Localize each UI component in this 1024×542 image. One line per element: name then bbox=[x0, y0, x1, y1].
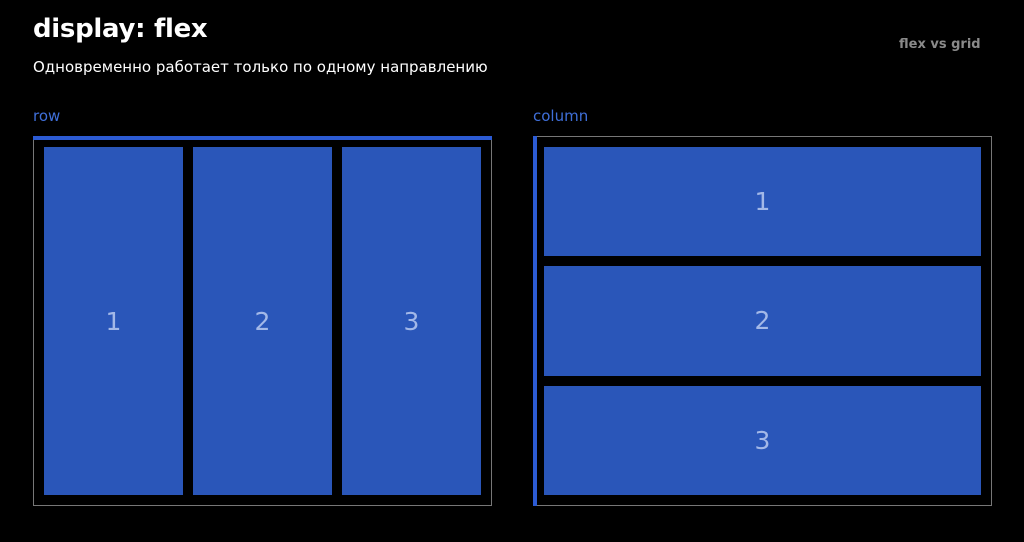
row-flex-item-1: 1 bbox=[44, 147, 183, 495]
row-flex-item-2: 2 bbox=[193, 147, 332, 495]
row-flex-item-3: 3 bbox=[342, 147, 481, 495]
page-subtitle: Одновременно работает только по одному н… bbox=[33, 58, 488, 76]
column-flex-items: 1 2 3 bbox=[544, 147, 981, 495]
column-panel-label: column bbox=[533, 107, 589, 125]
row-panel-label: row bbox=[33, 107, 61, 125]
row-main-axis bbox=[33, 136, 492, 140]
column-main-axis bbox=[533, 136, 537, 506]
column-flex-item-2: 2 bbox=[544, 266, 981, 376]
page-title: display: flex bbox=[33, 14, 208, 44]
topic-tag: flex vs grid bbox=[899, 37, 981, 52]
column-flex-item-1: 1 bbox=[544, 147, 981, 257]
row-flex-container: 1 2 3 bbox=[33, 136, 492, 506]
column-flex-item-3: 3 bbox=[544, 385, 981, 495]
row-flex-items: 1 2 3 bbox=[44, 147, 481, 495]
column-flex-container: 1 2 3 bbox=[533, 136, 992, 506]
